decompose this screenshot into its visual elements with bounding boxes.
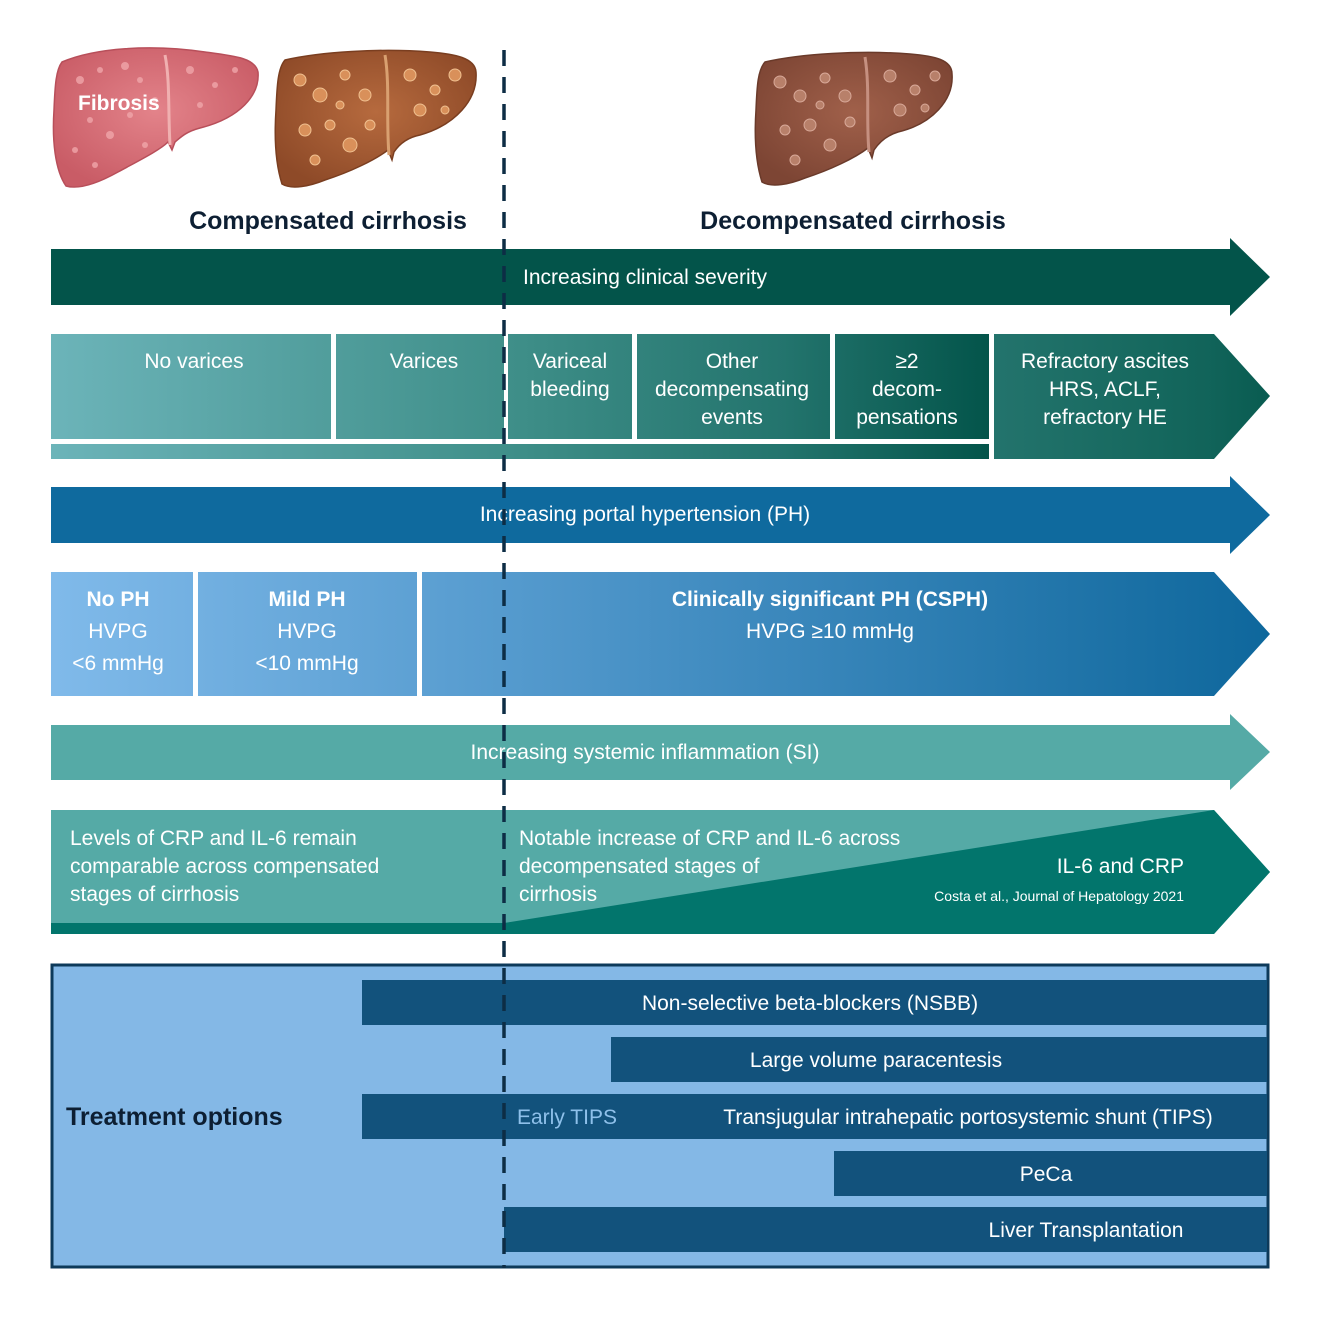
severity-stage-6-label: HRS, ACLF, bbox=[1049, 378, 1161, 401]
severity-stage-row bbox=[51, 334, 1270, 459]
severity-stage-4-label: decompensating bbox=[655, 378, 809, 401]
severity-stage-5-label: pensations bbox=[856, 406, 958, 429]
treatment-bar-label: Transjugular intrahepatic portosystemic … bbox=[723, 1106, 1212, 1129]
treatment-bar-label: Liver Transplantation bbox=[989, 1219, 1184, 1242]
ph-stage-1-detail: HVPG bbox=[88, 620, 148, 643]
inflammation-detail-box bbox=[51, 810, 1270, 934]
severity-stage-3-label: Variceal bbox=[533, 350, 607, 373]
systemic-inflammation-label: Increasing systemic inflammation (SI) bbox=[471, 741, 820, 764]
compensated-cirrhosis-liver-illustration bbox=[274, 49, 477, 188]
severity-stage-3-label: bleeding bbox=[530, 378, 609, 401]
severity-stage-1-label: No varices bbox=[144, 350, 243, 373]
decompensated-cirrhosis-heading: Decompensated cirrhosis bbox=[700, 207, 1006, 235]
severity-stage-4-label: Other bbox=[706, 350, 759, 373]
treatment-bar bbox=[834, 1151, 1267, 1196]
ph-stage-2-detail: HVPG bbox=[277, 620, 337, 643]
portal-hypertension-arrow bbox=[51, 476, 1270, 554]
citation: Costa et al., Journal of Hepatology 2021 bbox=[934, 888, 1184, 904]
severity-stage-5-label: ≥2 bbox=[895, 350, 918, 373]
early-tips-label: Early TIPS bbox=[517, 1106, 617, 1129]
treatment-bar bbox=[504, 1207, 1267, 1252]
treatment-options-title: Treatment options bbox=[66, 1103, 283, 1131]
decompensated-inflammation-text: Notable increase of CRP and IL-6 across bbox=[519, 827, 900, 850]
clinical-severity-label: Increasing clinical severity bbox=[523, 266, 767, 289]
treatment-bar-label: Large volume paracentesis bbox=[750, 1049, 1002, 1072]
decompensated-inflammation-text: decompensated stages of bbox=[519, 855, 760, 878]
il6-crp-increase-wedge bbox=[51, 810, 1270, 934]
treatment-bar-label: PeCa bbox=[1020, 1163, 1073, 1186]
ph-stage-3-title: Clinically significant PH (CSPH) bbox=[672, 588, 988, 611]
ph-stage-1-detail: <6 mmHg bbox=[72, 652, 164, 675]
severity-stage-4-label: events bbox=[701, 406, 763, 429]
compensated-inflammation-text: Levels of CRP and IL-6 remain bbox=[70, 827, 357, 850]
fibrosis-label: Fibrosis bbox=[78, 92, 160, 115]
systemic-inflammation-arrow bbox=[51, 714, 1270, 790]
ph-stage-3-detail: HVPG ≥10 mmHg bbox=[746, 620, 914, 643]
ph-stage-1-title: No PH bbox=[87, 588, 150, 611]
clinical-severity-arrow bbox=[51, 238, 1270, 316]
treatment-bar-label: Non-selective beta-blockers (NSBB) bbox=[642, 992, 978, 1015]
severity-stage-2-label: Varices bbox=[390, 350, 458, 373]
portal-hypertension-label: Increasing portal hypertension (PH) bbox=[480, 503, 810, 526]
il6-crp-marker-label: IL-6 and CRP bbox=[1057, 855, 1184, 878]
severity-stage-6-label: Refractory ascites bbox=[1021, 350, 1189, 373]
severity-stage-6-label: refractory HE bbox=[1043, 406, 1167, 429]
compensated-inflammation-text: comparable across compensated bbox=[70, 855, 379, 878]
compensated-inflammation-text: stages of cirrhosis bbox=[70, 883, 239, 906]
decompensated-inflammation-text: cirrhosis bbox=[519, 883, 597, 906]
severity-stage-5-label: decom- bbox=[872, 378, 942, 401]
decompensated-cirrhosis-liver-illustration bbox=[754, 51, 953, 186]
ph-stage-row bbox=[51, 572, 1270, 696]
fibrosis-liver-illustration bbox=[52, 47, 259, 188]
compensated-cirrhosis-heading: Compensated cirrhosis bbox=[189, 207, 467, 235]
treatment-bar bbox=[362, 1094, 1267, 1139]
ph-stage-2-title: Mild PH bbox=[269, 588, 346, 611]
treatment-bar bbox=[362, 980, 1267, 1025]
ph-stage-2-detail: <10 mmHg bbox=[255, 652, 358, 675]
treatment-bar bbox=[611, 1037, 1267, 1082]
